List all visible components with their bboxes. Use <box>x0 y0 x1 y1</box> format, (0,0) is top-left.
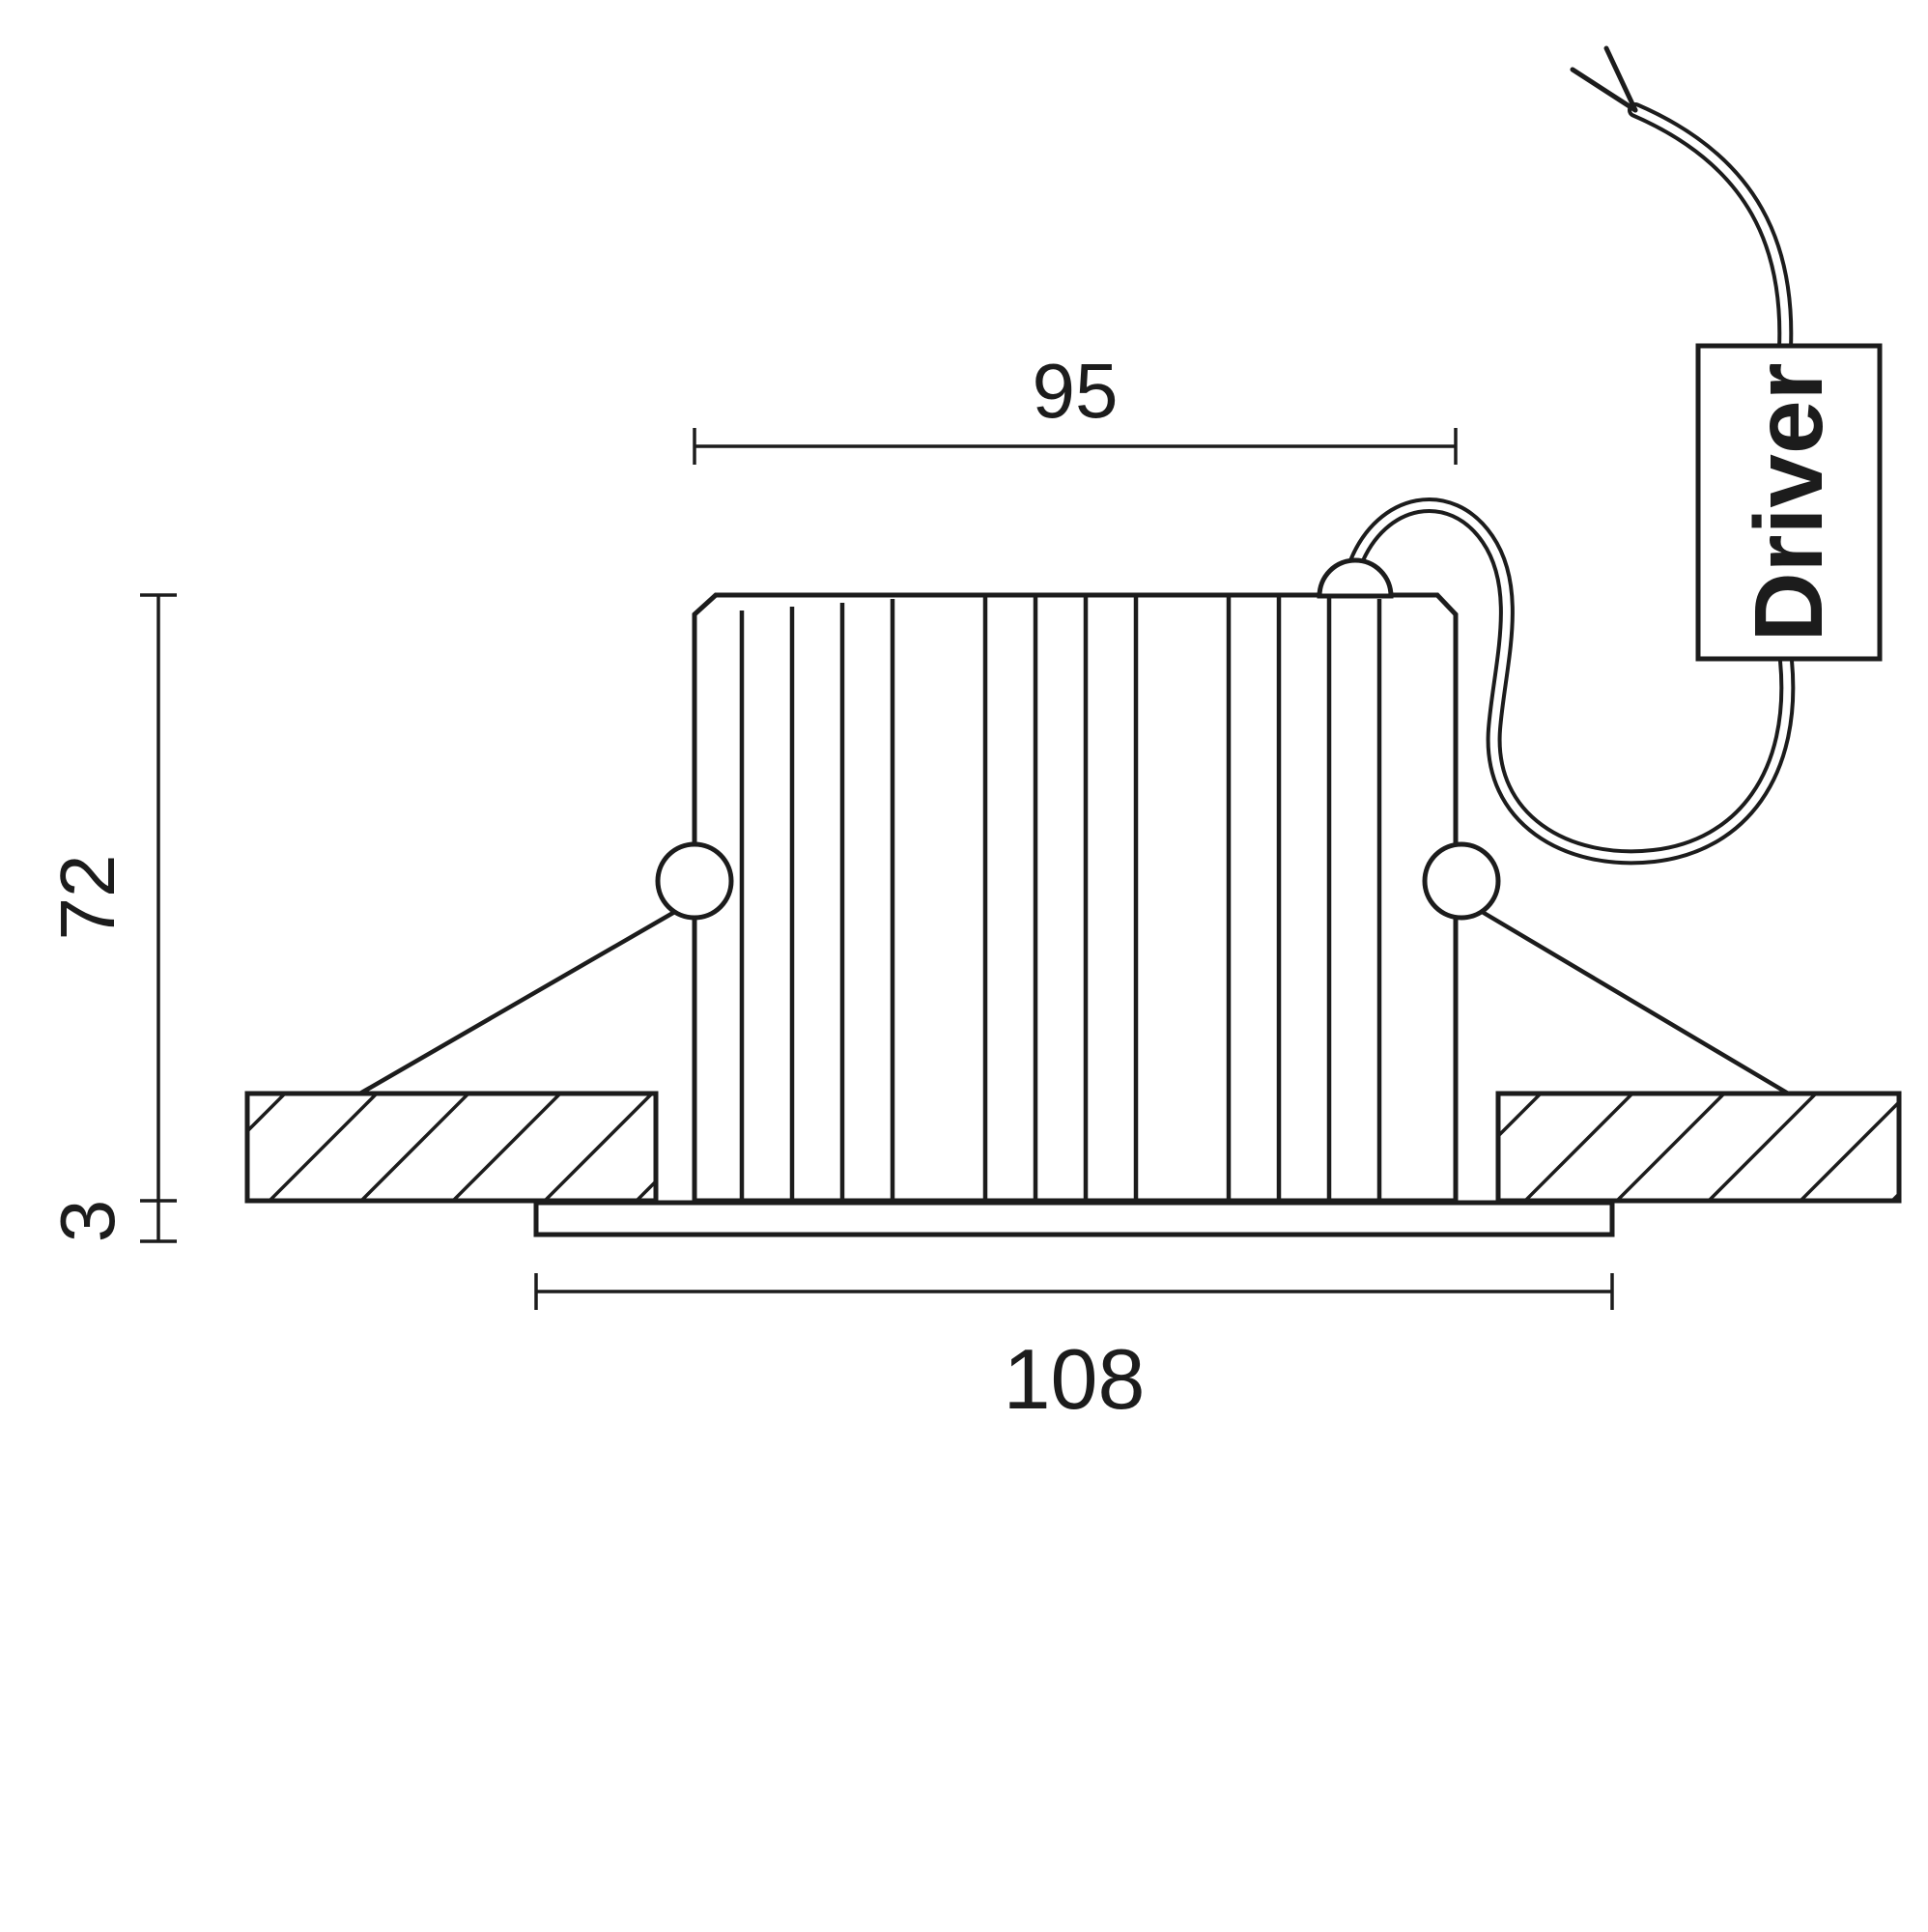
ceiling-right-hatch <box>1498 1094 1899 1201</box>
spring-clip-left <box>356 841 734 1096</box>
cable-upper-core <box>1631 106 1790 352</box>
dim-95-label: 95 <box>1033 348 1119 434</box>
driver-outline <box>1695 343 1883 662</box>
wire-strand-2 <box>1603 45 1638 113</box>
heatsink-body <box>692 592 1459 1204</box>
clip-arm-right <box>1477 908 1792 1096</box>
wire-strand-1 <box>1570 67 1638 113</box>
heatsink-fins <box>739 597 1382 1201</box>
driver-label: Driver <box>1735 362 1843 641</box>
power-cable-lower <box>1347 497 1796 866</box>
dim-recess-depth: 72 3 <box>44 593 177 1243</box>
ceiling-section-right <box>1495 1091 1902 1204</box>
clip-pivot-left <box>655 841 734 921</box>
dim-3-label: 3 <box>44 1200 130 1243</box>
heatsink-outline <box>692 592 1459 1204</box>
dim-body-width: 95 <box>693 348 1458 465</box>
dim-72-label: 72 <box>44 855 130 941</box>
trim-flange <box>533 1200 1615 1237</box>
ceiling-right-outline <box>1495 1091 1902 1204</box>
power-cable-upper <box>1570 45 1794 355</box>
clip-pivot-right <box>1422 841 1501 921</box>
dim-overall-width: 108 <box>534 1273 1614 1427</box>
dim-108-label: 108 <box>1004 1331 1146 1427</box>
cable-lower-core <box>1351 501 1792 862</box>
clip-arm-left <box>356 908 680 1096</box>
driver-box: Driver <box>1695 343 1883 662</box>
ceiling-section-left <box>244 1091 659 1204</box>
ceiling-left-hatch <box>247 1094 656 1201</box>
spring-clip-right <box>1422 841 1792 1096</box>
cable-grommet <box>1317 557 1394 599</box>
